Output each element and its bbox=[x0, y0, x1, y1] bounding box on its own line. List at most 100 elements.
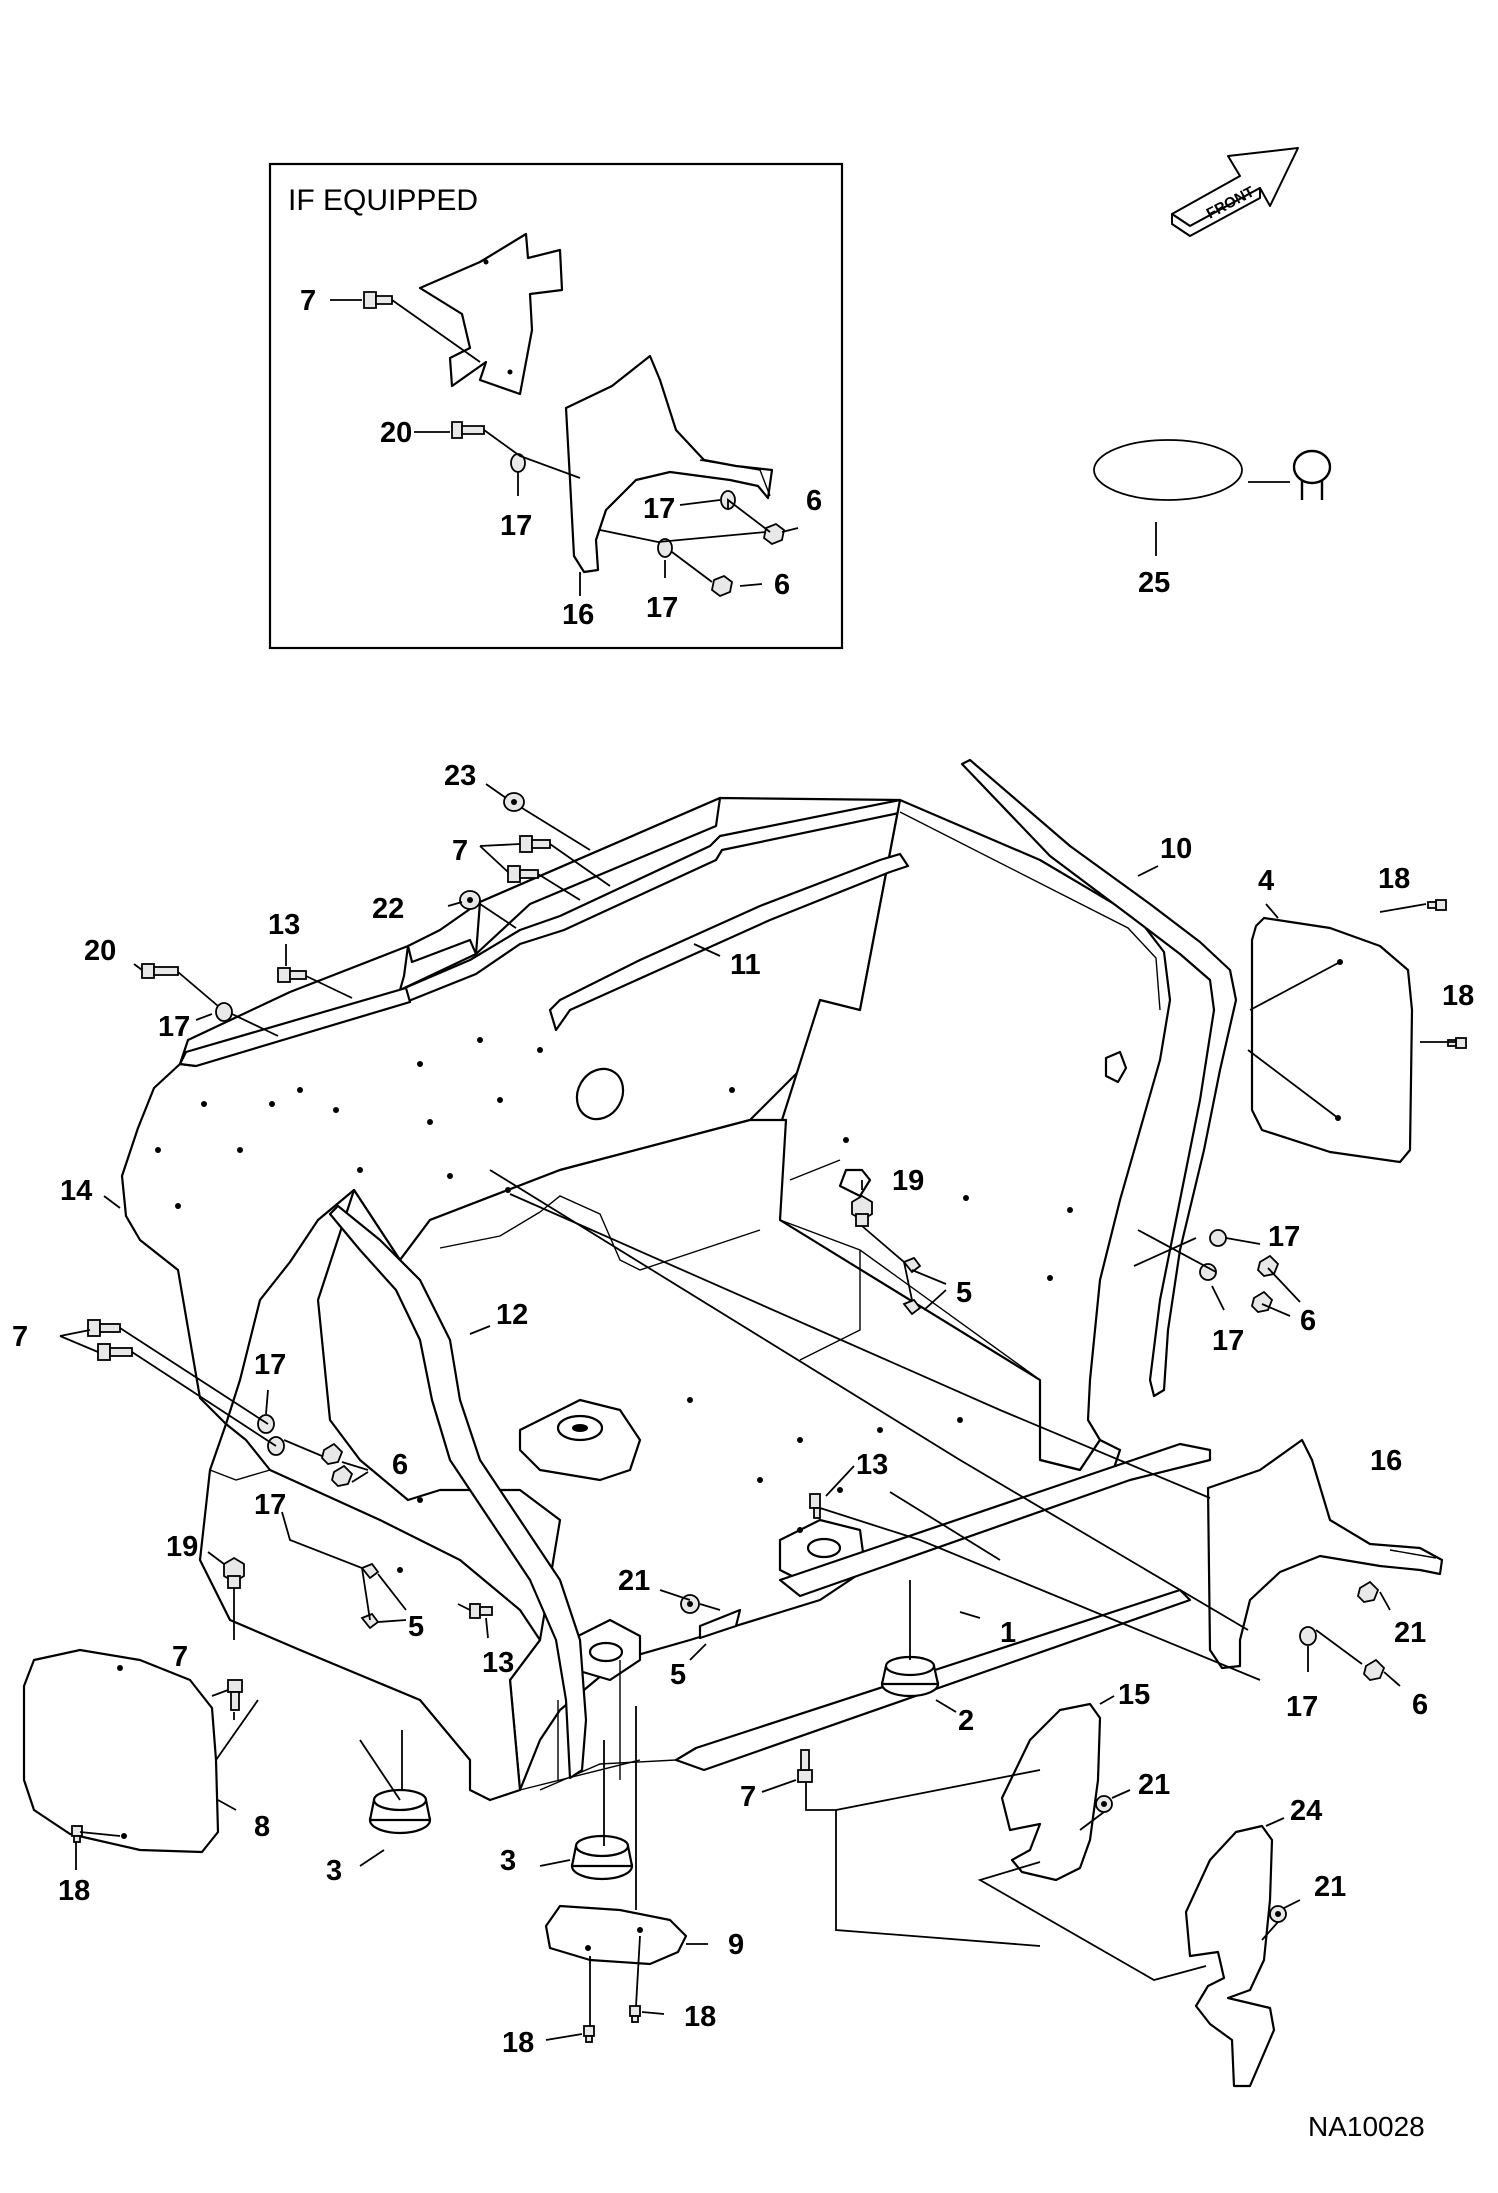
bolt-13 bbox=[277, 967, 307, 983]
nut-6 bbox=[1251, 1290, 1274, 1313]
callout-label: 4 bbox=[1258, 865, 1274, 897]
nut-19 bbox=[223, 1556, 245, 1589]
lower-base bbox=[198, 1422, 542, 1802]
callout-label: 21 bbox=[618, 1565, 650, 1597]
callout-label: 14 bbox=[60, 1175, 92, 1207]
callout-label: 3 bbox=[500, 1845, 516, 1877]
callout-label: 6 bbox=[1412, 1689, 1428, 1721]
nut-6 bbox=[1257, 1254, 1280, 1277]
callout-label: 17 bbox=[158, 1011, 190, 1043]
callout-label: 6 bbox=[1300, 1305, 1316, 1337]
callout-label: 13 bbox=[482, 1647, 514, 1679]
callout-label: 18 bbox=[502, 2027, 534, 2059]
inset-washer bbox=[657, 538, 673, 558]
cover-plate-8 bbox=[22, 1648, 220, 1854]
front-direction-arrow: FRONT bbox=[1171, 147, 1299, 237]
bolt-7 bbox=[227, 1679, 243, 1711]
callout-label: 18 bbox=[684, 2001, 716, 2033]
callout-label: 18 bbox=[1378, 863, 1410, 895]
plate-9 bbox=[544, 1904, 688, 1966]
callout-label: 9 bbox=[728, 1929, 744, 1961]
callout-label: 16 bbox=[1370, 1445, 1402, 1477]
callout-label: 18 bbox=[1442, 980, 1474, 1012]
drawing-code: NA10028 bbox=[1308, 2111, 1425, 2142]
bolt-18 bbox=[1447, 1037, 1467, 1049]
nut-5 bbox=[360, 1562, 380, 1580]
callout-label: 22 bbox=[372, 893, 404, 925]
callout-label: 11 bbox=[730, 949, 761, 981]
rail-12 bbox=[328, 1204, 588, 1780]
fender-16 bbox=[1206, 1438, 1444, 1670]
inset-upper-bracket bbox=[418, 232, 564, 396]
callout-label: 6 bbox=[806, 485, 822, 517]
rail-11 bbox=[548, 852, 910, 1032]
inset-if-equipped: IF EQUIPPED bbox=[268, 162, 844, 650]
callout-label: 20 bbox=[380, 417, 412, 449]
bolt-7 bbox=[87, 1319, 121, 1337]
nut-5 bbox=[902, 1256, 922, 1274]
callout-label: 7 bbox=[172, 1641, 188, 1673]
callout-label: 17 bbox=[646, 592, 678, 624]
callout-label: 7 bbox=[12, 1321, 28, 1353]
callout-label: 6 bbox=[392, 1449, 408, 1481]
callout-label: 17 bbox=[254, 1489, 286, 1521]
callout-label: 23 bbox=[444, 760, 476, 792]
callout-label: 17 bbox=[254, 1349, 286, 1381]
callout-label: 7 bbox=[300, 285, 316, 317]
callout-label: 6 bbox=[774, 569, 790, 601]
cover-15 bbox=[1000, 1702, 1102, 1882]
bolt-18 bbox=[583, 2025, 595, 2043]
washer-22 bbox=[459, 890, 481, 910]
callout-label: 25 bbox=[1138, 567, 1170, 599]
inset-bolt-7 bbox=[363, 291, 393, 309]
callout-label: 1 bbox=[1000, 1617, 1016, 1649]
top-rail-cap bbox=[178, 986, 412, 1068]
washer-17 bbox=[257, 1414, 275, 1434]
callout-label: 10 bbox=[1160, 833, 1192, 865]
bolt-18 bbox=[1427, 899, 1447, 911]
callout-label: 20 bbox=[84, 935, 116, 967]
inset-title: IF EQUIPPED bbox=[288, 184, 478, 217]
nut-6 bbox=[331, 1464, 354, 1487]
bolt-18 bbox=[71, 1825, 83, 1843]
callout-label: 8 bbox=[254, 1811, 270, 1843]
main-frame-assembly: 23 7 22 13 20 17 11 10 4 18 18 14 19 5 1… bbox=[12, 758, 1474, 2088]
callout-label: 24 bbox=[1290, 1795, 1322, 1827]
inset-nut bbox=[763, 522, 785, 546]
washer-17 bbox=[1199, 1263, 1217, 1281]
nut-21 bbox=[1357, 1580, 1380, 1603]
washer-17 bbox=[1299, 1626, 1317, 1646]
floor-rail bbox=[778, 1442, 1212, 1598]
callout-label: 5 bbox=[670, 1659, 686, 1691]
callout-label: 17 bbox=[643, 493, 675, 525]
washer-21 bbox=[680, 1594, 700, 1614]
callout-label: 2 bbox=[958, 1705, 974, 1737]
washer-17 bbox=[1209, 1229, 1227, 1247]
bolt-20 bbox=[141, 963, 179, 979]
bumper-2 bbox=[880, 1655, 940, 1698]
inset-fender bbox=[564, 354, 774, 574]
callout-label: 7 bbox=[740, 1781, 756, 1813]
bolt-7 bbox=[97, 1343, 133, 1361]
washer-23 bbox=[503, 792, 525, 812]
bolt-7 bbox=[519, 835, 551, 853]
callout-label: 5 bbox=[408, 1611, 424, 1643]
callout-label: 18 bbox=[58, 1875, 90, 1907]
bolt-13 bbox=[469, 1603, 493, 1619]
callout-label: 5 bbox=[956, 1277, 972, 1309]
nut-6 bbox=[1363, 1658, 1386, 1681]
callout-label: 16 bbox=[562, 599, 594, 631]
rail-10 bbox=[960, 758, 1238, 1398]
clip-icon bbox=[1292, 449, 1332, 500]
hose-coil: 25 bbox=[1078, 438, 1332, 599]
bolt-18 bbox=[629, 2005, 641, 2023]
callout-label: 7 bbox=[452, 835, 468, 867]
cover-plate-4 bbox=[1250, 916, 1414, 1164]
callout-label: 19 bbox=[892, 1165, 924, 1197]
bumper-3 bbox=[368, 1788, 432, 1835]
callout-label: 17 bbox=[1212, 1325, 1244, 1357]
callout-label: 19 bbox=[166, 1531, 198, 1563]
inset-frame bbox=[268, 162, 844, 650]
callout-label: 3 bbox=[326, 1855, 342, 1887]
